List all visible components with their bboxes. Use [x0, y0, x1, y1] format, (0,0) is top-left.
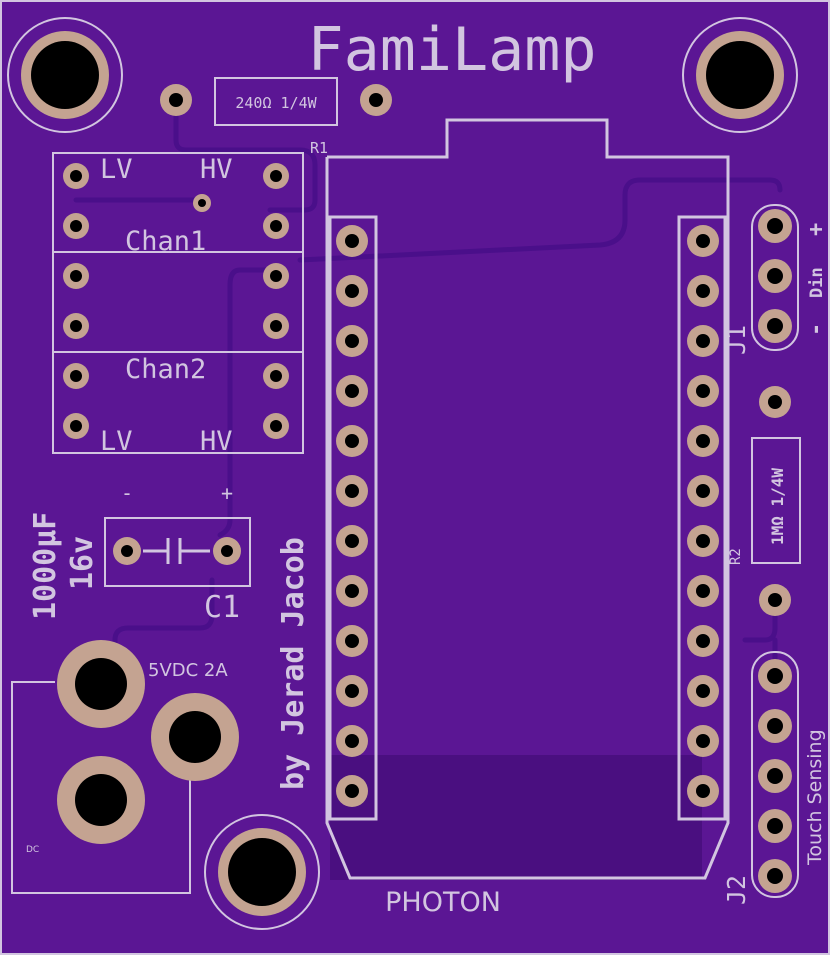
photon-right-pin-1-drill: [696, 234, 710, 248]
r2-value: 1MΩ 1/4W: [768, 468, 787, 545]
photon-right-pin-3-drill: [696, 334, 710, 348]
power-jack-rating: 5VDC 2A: [148, 660, 228, 681]
bottom-hv-label: HV: [200, 426, 233, 457]
c1-designator: C1: [204, 590, 240, 625]
photon-right-pin-5-drill: [696, 434, 710, 448]
photon-right-pin-9-drill: [696, 634, 710, 648]
photon-left-pin-3-drill: [345, 334, 359, 348]
photon-copper-region: [330, 755, 702, 880]
j2-label: Touch Sensing: [804, 729, 826, 866]
j1-plus-label: +: [804, 223, 829, 236]
photon-left-pin-4-drill: [345, 384, 359, 398]
r1-designator: R1: [310, 139, 328, 157]
power-jack-label: DC: [26, 845, 39, 855]
photon-left-pin-7-drill: [345, 534, 359, 548]
photon-right-pin-10-drill: [696, 684, 710, 698]
connector-j2: [751, 651, 799, 898]
photon-left-pin-9-drill: [345, 634, 359, 648]
top-hv-label: HV: [200, 154, 233, 185]
photon-right-pin-12-drill: [696, 784, 710, 798]
photon-right-pin-7-drill: [696, 534, 710, 548]
j2-designator: J2: [722, 875, 751, 905]
photon-left-pin-2-drill: [345, 284, 359, 298]
resistor-r2: [751, 386, 801, 616]
chan2-label: Chan2: [125, 354, 206, 385]
photon-left-pin-6-drill: [345, 484, 359, 498]
bottom-lv-label: LV: [100, 426, 133, 457]
photon-left-pin-1-drill: [345, 234, 359, 248]
j1-designator: J1: [722, 325, 751, 355]
board-credit: by Jerad Jacob: [276, 537, 311, 790]
c1-positive-mark: +: [221, 481, 233, 505]
c1-voltage: 16v: [65, 536, 100, 590]
r2-designator: R2: [728, 548, 744, 565]
photon-left-pin-5-drill: [345, 434, 359, 448]
top-lv-label: LV: [100, 154, 133, 185]
capacitor-c1: [104, 517, 251, 587]
connector-j1: [751, 204, 799, 351]
photon-module: [325, 118, 730, 880]
photon-right-pin-11-drill: [696, 734, 710, 748]
mounting-hole-bottom: [204, 814, 320, 930]
photon-right-pin-2-drill: [696, 284, 710, 298]
chan1-label: Chan1: [125, 226, 206, 257]
photon-left-pin-12-drill: [345, 784, 359, 798]
photon-left-pin-10-drill: [345, 684, 359, 698]
j1-minus-label: -: [804, 323, 829, 336]
level-shifter: [52, 152, 304, 454]
dc-power-jack: [11, 640, 239, 894]
photon-right-pin-4-drill: [696, 384, 710, 398]
j1-din-label: Din: [807, 267, 827, 298]
resistor-r1: [160, 77, 392, 126]
mounting-hole-top-right: [682, 17, 798, 133]
photon-left-pin-8-drill: [345, 584, 359, 598]
photon-label: PHOTON: [385, 887, 501, 918]
photon-right-pin-8-drill: [696, 584, 710, 598]
c1-negative-mark: -: [121, 481, 133, 505]
photon-right-pin-6-drill: [696, 484, 710, 498]
mounting-hole-top-left: [7, 17, 123, 133]
board-title: FamiLamp: [308, 15, 597, 85]
r1-value: 240Ω 1/4W: [235, 94, 317, 112]
photon-left-pin-11-drill: [345, 734, 359, 748]
c1-capacitance: 1000µF: [28, 512, 63, 620]
